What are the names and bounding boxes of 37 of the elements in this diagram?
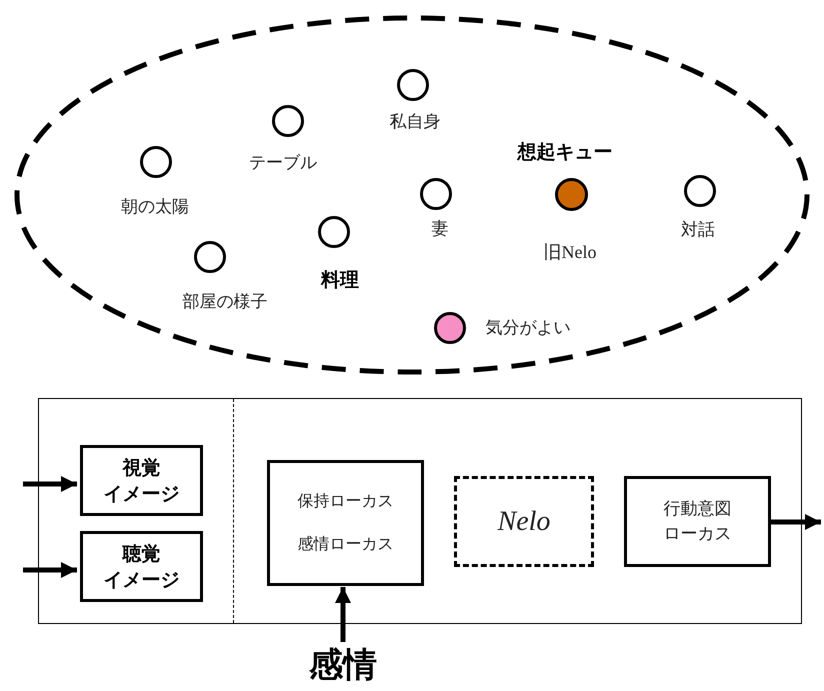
process-box xyxy=(624,476,771,567)
box-label: 感情ローカス xyxy=(298,534,394,555)
item-label: 部屋の様子 xyxy=(182,292,268,312)
circle-marker xyxy=(434,312,466,344)
item-label: 対話 xyxy=(681,220,715,240)
box-label: 視覚イメージ xyxy=(102,456,180,506)
process-box xyxy=(80,531,203,602)
circle-marker xyxy=(420,178,452,210)
arrow xyxy=(23,562,77,578)
item-label: 気分がよい xyxy=(486,318,570,338)
box-label: 保持ローカス xyxy=(298,491,394,512)
item-label: テーブル xyxy=(249,153,317,173)
process-box xyxy=(267,460,424,586)
circle-marker xyxy=(140,146,172,178)
item-label: 妻 xyxy=(432,219,448,239)
process-box xyxy=(80,445,203,516)
dashed-box xyxy=(454,476,594,567)
box-label: Nelo xyxy=(498,506,550,538)
box-label: 行動意図ローカス xyxy=(662,498,732,546)
dashed-ellipse xyxy=(14,15,810,375)
item-label: 朝の太陽 xyxy=(121,197,189,217)
input-label: 感情 xyxy=(309,645,377,685)
circle-marker xyxy=(555,178,588,211)
arrow xyxy=(770,514,821,530)
box-label: 聴覚イメージ xyxy=(102,542,180,592)
arrow xyxy=(335,587,351,642)
circle-marker xyxy=(397,69,429,101)
arrow xyxy=(23,476,77,492)
item-label: 私自身 xyxy=(390,112,440,132)
circle-marker xyxy=(684,175,716,207)
circle-marker xyxy=(272,105,304,137)
item-label: 想起キュー xyxy=(518,142,612,162)
frame-box xyxy=(38,398,802,624)
circle-marker xyxy=(194,241,226,273)
item-label: 旧Nelo xyxy=(544,242,596,262)
item-label: 料理 xyxy=(321,270,359,290)
circle-marker xyxy=(318,216,350,248)
